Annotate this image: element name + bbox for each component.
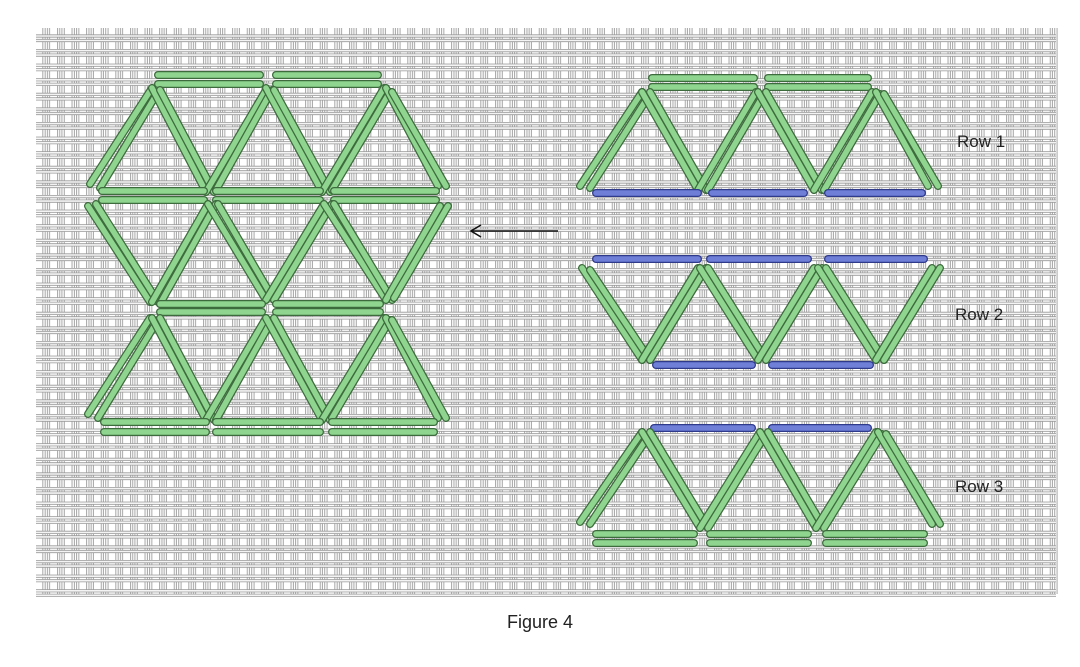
- green-diagonal-stitch: [873, 89, 931, 189]
- row-1-label: Row 1: [957, 132, 1006, 151]
- green-diagonal-stitch: [823, 265, 887, 363]
- green-diagonal-stitch: [821, 431, 885, 531]
- green-diagonal-stitch: [215, 201, 277, 303]
- green-diagonal-stitch: [587, 267, 653, 363]
- green-diagonal-stitch: [705, 265, 769, 363]
- green-diagonal-stitch: [149, 85, 209, 195]
- green-diagonal-stitch: [329, 317, 393, 421]
- green-diagonal-stitch: [873, 265, 935, 363]
- green-diagonal-stitch: [647, 265, 709, 363]
- green-diagonal-stitch: [97, 89, 161, 191]
- green-diagonal-stitch: [883, 431, 943, 527]
- green-diagonal-stitch: [203, 87, 269, 195]
- green-diagonal-stitch: [321, 201, 389, 303]
- green-diagonal-stitch: [697, 429, 763, 531]
- green-diagonal-stitch: [875, 429, 935, 527]
- green-diagonal-stitch: [587, 431, 653, 527]
- green-diagonal-stitch: [755, 89, 817, 193]
- green-diagonal-stitch: [389, 89, 449, 189]
- green-diagonal-stitch: [157, 315, 217, 423]
- green-diagonal-stitch: [577, 429, 645, 525]
- green-diagonal-stitch: [319, 315, 387, 423]
- green-diagonal-stitch: [85, 315, 153, 417]
- green-diagonal-stitch: [697, 265, 761, 363]
- green-diagonal-stitch: [695, 89, 759, 193]
- green-diagonal-stitch: [271, 315, 333, 423]
- green-diagonal-stitch: [647, 429, 711, 531]
- green-diagonal-stitch: [213, 87, 275, 193]
- green-diagonal-stitch: [329, 89, 393, 193]
- green-diagonal-stitch: [647, 89, 709, 193]
- green-diagonal-stitch: [763, 265, 825, 363]
- green-diagonal-stitch: [587, 91, 653, 191]
- green-diagonal-stitch: [821, 91, 883, 193]
- green-diagonal-stitch: [577, 89, 645, 189]
- green-diagonal-stitch: [95, 317, 161, 421]
- row-2-label: Row 2: [955, 305, 1004, 324]
- green-diagonal-stitch: [383, 203, 443, 303]
- green-diagonal-stitch: [331, 201, 395, 303]
- green-diagonal-stitch: [205, 201, 269, 303]
- green-diagonal-stitch: [755, 265, 817, 363]
- left-arrow-icon: [469, 224, 558, 238]
- green-diagonal-stitch: [149, 201, 211, 305]
- green-diagonal-stitch: [93, 201, 161, 305]
- green-diagonal-stitch: [705, 91, 767, 193]
- green-diagonal-stitch: [85, 203, 153, 305]
- green-diagonal-stitch: [389, 317, 449, 421]
- green-diagonal-stitch: [203, 315, 269, 423]
- green-diagonal-stitch: [815, 265, 879, 363]
- green-diagonal-stitch: [271, 201, 335, 303]
- green-diagonal-stitch: [157, 201, 219, 307]
- green-diagonal-stitch: [157, 87, 217, 195]
- green-diagonal-stitch: [811, 89, 875, 193]
- green-diagonal-stitch: [391, 203, 451, 301]
- stitch-group: [84, 71, 944, 547]
- green-diagonal-stitch: [149, 315, 209, 423]
- green-diagonal-stitch: [639, 429, 703, 531]
- green-diagonal-stitch: [383, 315, 441, 421]
- green-diagonal-stitch: [271, 87, 333, 195]
- green-diagonal-stitch: [579, 265, 645, 363]
- green-diagonal-stitch: [213, 317, 275, 423]
- green-diagonal-stitch: [319, 85, 387, 195]
- green-diagonal-stitch: [763, 89, 825, 193]
- green-diagonal-stitch: [705, 431, 769, 531]
- row-3-label: Row 3: [955, 477, 1004, 496]
- green-diagonal-stitch: [639, 265, 701, 363]
- figure-caption: Figure 4: [506, 612, 574, 632]
- green-diagonal-stitch: [765, 429, 827, 531]
- green-diagonal-stitch: [757, 429, 819, 531]
- green-diagonal-stitch: [881, 91, 941, 189]
- green-diagonal-stitch: [263, 315, 325, 423]
- green-diagonal-stitch: [263, 85, 325, 195]
- green-diagonal-stitch: [87, 85, 155, 187]
- green-diagonal-stitch: [263, 201, 327, 303]
- green-diagonal-stitch: [881, 265, 943, 363]
- green-diagonal-stitch: [639, 89, 701, 193]
- green-diagonal-stitch: [813, 429, 879, 531]
